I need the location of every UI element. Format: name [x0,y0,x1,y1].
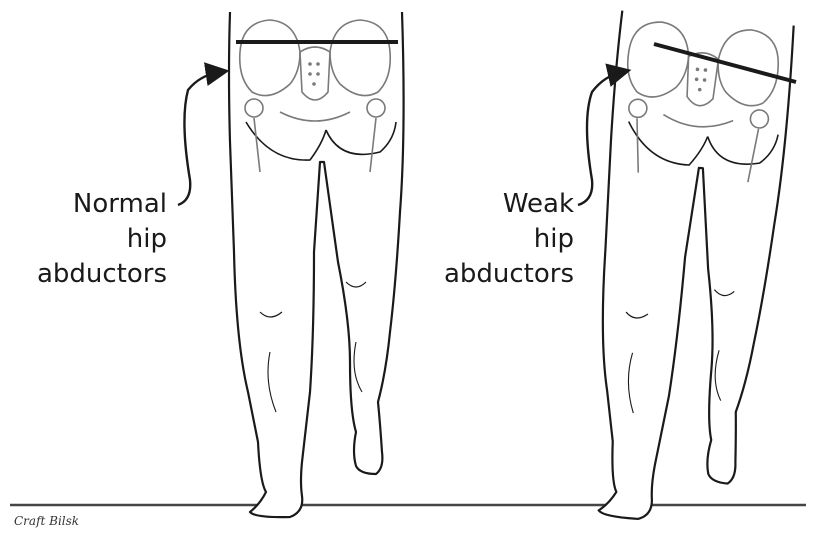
artist-signature: Craft Bilsk [14,514,79,528]
label-weak-line-2: hip [444,222,574,257]
label-weak-line-3: abductors [444,257,574,292]
label-weak-hip-abductors: Weak hip abductors [444,187,574,292]
arrow-normal [178,72,220,205]
figure-weak-abductors [577,11,795,529]
label-normal-hip-abductors: Normal hip abductors [37,187,167,292]
label-normal-line-3: abductors [37,257,167,292]
label-normal-line-2: hip [37,222,167,257]
label-weak-line-1: Weak [444,187,574,222]
label-normal-line-1: Normal [37,187,167,222]
figure-normal-abductors [229,12,404,517]
